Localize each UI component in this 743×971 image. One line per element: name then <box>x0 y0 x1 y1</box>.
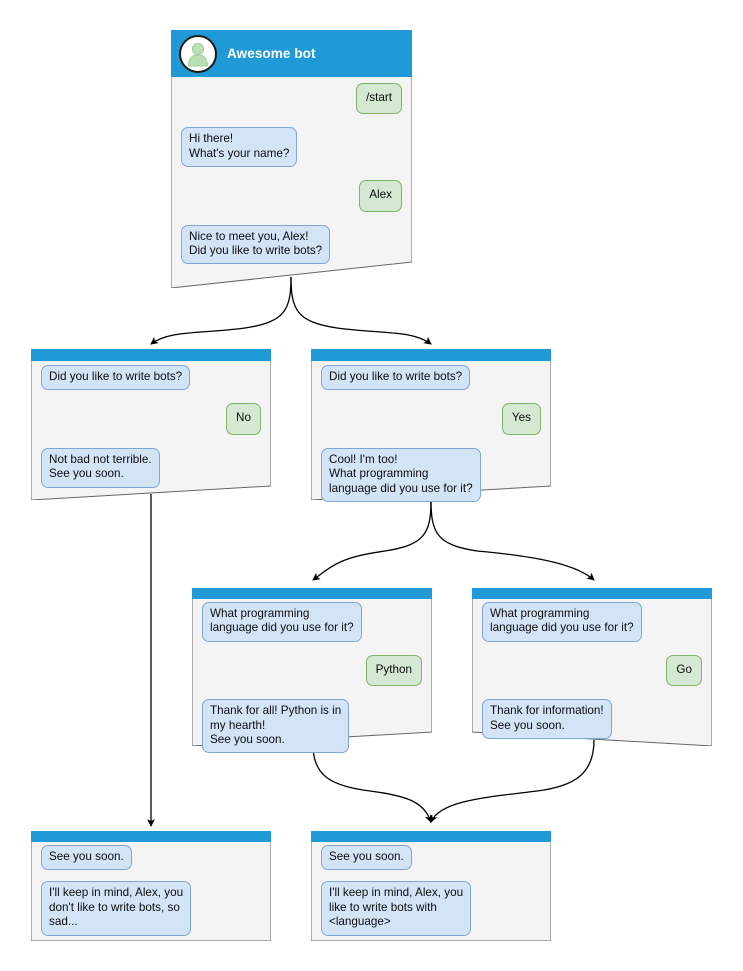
edge-go-to-end-happy <box>429 739 595 823</box>
user-message-bubble[interactable]: /start <box>356 83 402 115</box>
message-list-end-happy: See you soon. I'll keep in mind, Alex, y… <box>311 845 551 936</box>
bot-message-bubble[interactable]: Did you like to write bots? <box>321 365 471 391</box>
message-row: Nice to meet you, Alex! Did you like to … <box>181 224 402 265</box>
message-list-no-branch: Did you like to write bots? No Not bad n… <box>31 365 271 488</box>
user-message-bubble[interactable]: Alex <box>359 180 402 212</box>
message-row: See you soon. <box>321 845 541 871</box>
user-message-bubble[interactable]: Go <box>666 654 702 687</box>
edge-python-to-end-happy <box>312 744 433 823</box>
message-row: /start <box>181 83 402 115</box>
message-row: What programming language did you use fo… <box>482 602 702 642</box>
edge-yes-to-python <box>312 499 432 581</box>
bot-message-bubble[interactable]: I'll keep in mind, Alex, you don't like … <box>41 881 192 936</box>
message-row: Cool! I'm too! What programming language… <box>321 447 541 503</box>
bot-message-bubble[interactable]: See you soon. <box>321 845 412 871</box>
bot-message-bubble[interactable]: Thank for all! Python is in my hearth! S… <box>202 699 350 754</box>
chat-node-python-branch[interactable]: What programming language did you use fo… <box>192 588 432 754</box>
user-message-bubble[interactable]: No <box>226 403 261 435</box>
message-row: I'll keep in mind, Alex, you like to wri… <box>321 881 541 936</box>
message-row: Hi there! What's your name? <box>181 127 402 168</box>
bot-message-bubble[interactable]: Hi there! What's your name? <box>181 127 298 168</box>
message-list-go-branch: What programming language did you use fo… <box>472 602 712 740</box>
bot-message-bubble[interactable]: Thank for information! See you soon. <box>482 699 612 740</box>
message-row: Did you like to write bots? <box>41 365 261 391</box>
message-row: Alex <box>181 180 402 212</box>
message-row: See you soon. <box>41 845 261 871</box>
edge-yes-to-go <box>430 499 595 581</box>
bot-message-bubble[interactable]: What programming language did you use fo… <box>482 602 642 642</box>
message-row: I'll keep in mind, Alex, you don't like … <box>41 881 261 936</box>
chat-node-go-branch[interactable]: What programming language did you use fo… <box>472 588 712 746</box>
message-row: Thank for all! Python is in my hearth! S… <box>202 699 422 754</box>
bot-message-bubble[interactable]: What programming language did you use fo… <box>202 602 362 642</box>
bot-message-bubble[interactable]: Did you like to write bots? <box>41 365 191 391</box>
person-avatar-icon <box>179 34 217 73</box>
bot-message-bubble[interactable]: Not bad not terrible. See you soon. <box>41 447 160 488</box>
chat-node-root[interactable]: Awesome bot /start Hi there! What's your… <box>171 30 412 288</box>
bot-message-bubble[interactable]: See you soon. <box>41 845 132 871</box>
message-row: Thank for information! See you soon. <box>482 699 702 740</box>
message-row: Not bad not terrible. See you soon. <box>41 447 261 488</box>
user-message-bubble[interactable]: Yes <box>501 403 541 435</box>
message-list-python-branch: What programming language did you use fo… <box>192 602 432 754</box>
message-row: What programming language did you use fo… <box>202 602 422 642</box>
message-row: Python <box>202 654 422 687</box>
node-header-root: Awesome bot <box>171 30 412 77</box>
message-row: Did you like to write bots? <box>321 365 541 391</box>
bot-message-bubble[interactable]: Cool! I'm too! What programming language… <box>321 447 481 503</box>
node-title-root: Awesome bot <box>227 46 316 61</box>
message-row: No <box>41 403 261 435</box>
message-list-root: /start Hi there! What's your name? Alex … <box>171 83 412 265</box>
user-message-bubble[interactable]: Python <box>365 654 422 687</box>
bot-message-bubble[interactable]: Nice to meet you, Alex! Did you like to … <box>181 224 331 265</box>
bot-message-bubble[interactable]: I'll keep in mind, Alex, you like to wri… <box>321 881 472 936</box>
chat-node-end-happy[interactable]: See you soon. I'll keep in mind, Alex, y… <box>311 831 551 941</box>
message-row: Yes <box>321 403 541 435</box>
chat-node-yes-branch[interactable]: Did you like to write bots? Yes Cool! I'… <box>311 349 551 503</box>
message-list-yes-branch: Did you like to write bots? Yes Cool! I'… <box>311 365 551 503</box>
message-list-end-sad: See you soon. I'll keep in mind, Alex, y… <box>31 845 271 936</box>
chat-node-end-sad[interactable]: See you soon. I'll keep in mind, Alex, y… <box>31 831 271 941</box>
chat-node-no-branch[interactable]: Did you like to write bots? No Not bad n… <box>31 349 271 500</box>
message-row: Go <box>482 654 702 687</box>
